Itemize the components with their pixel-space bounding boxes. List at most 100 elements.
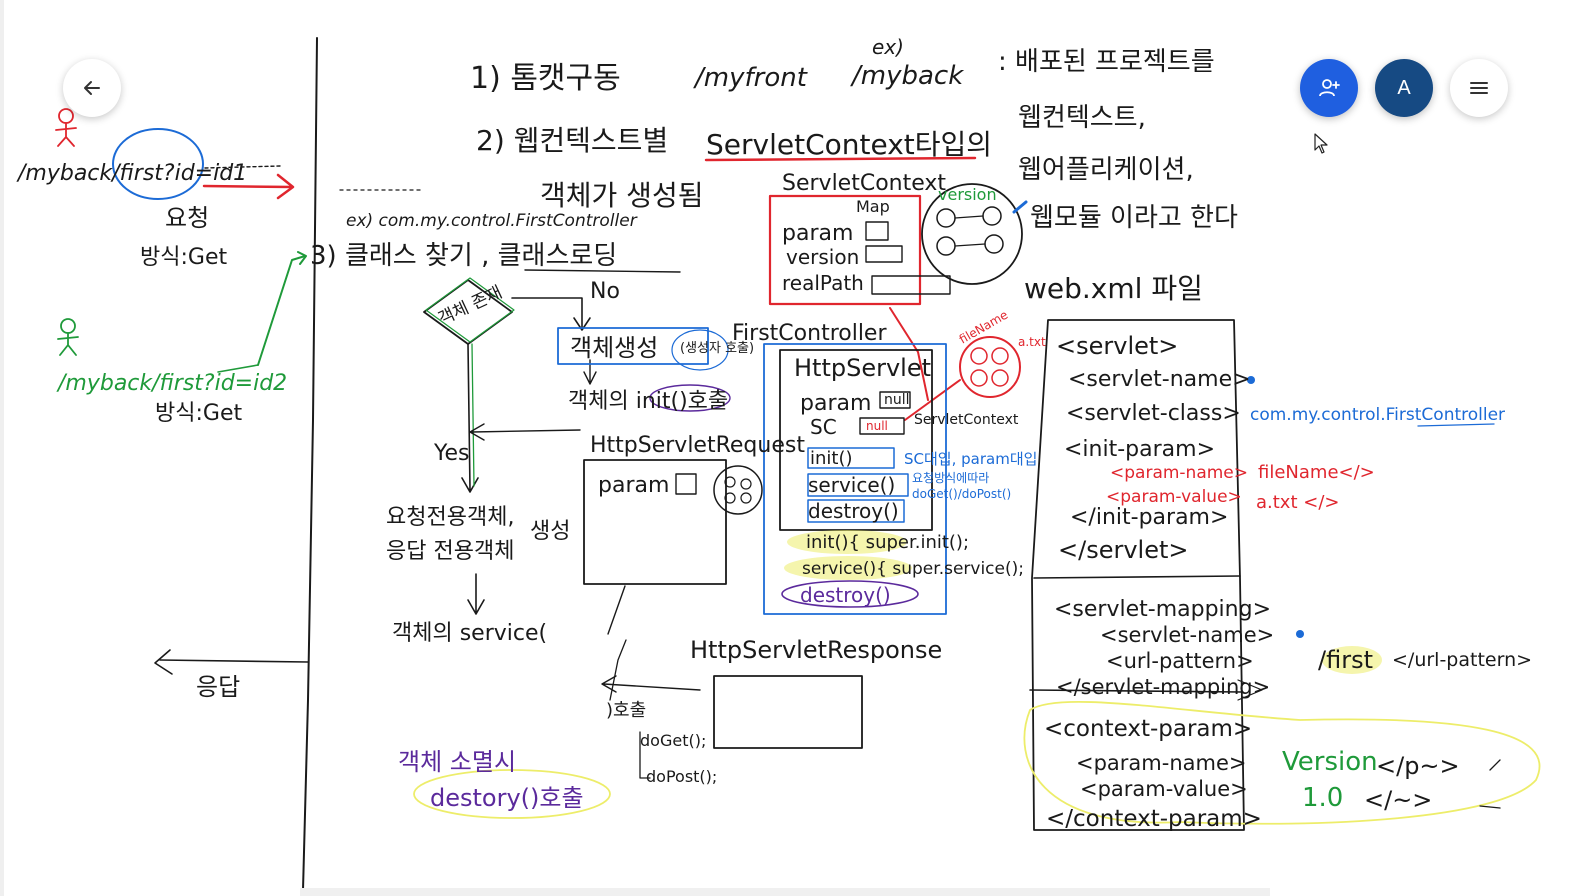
filename-tag: fileName — [957, 308, 1010, 347]
create-object-box — [557, 327, 709, 365]
xml-init-param: <init-param> — [1064, 437, 1215, 462]
txt-tag: a.txt — [1018, 335, 1046, 349]
ex-text: ex) — [872, 35, 904, 59]
first-controller-title: FirstController — [732, 321, 887, 346]
ex-class-text: ex) com.my.control.FirstController — [346, 211, 638, 231]
step2-text: 2) 웹컨텍스트별 — [476, 124, 668, 157]
servlet-context-title: ServletContext — [782, 171, 946, 196]
request-label: 요청 — [165, 204, 209, 232]
yes-text: Yes — [433, 441, 470, 466]
create-object-text: 객체생성 — [570, 334, 658, 362]
step1-text: 1) 톰캣구동 — [470, 61, 621, 96]
xml-servlet-class: <servlet-class> — [1066, 401, 1241, 426]
map-circle — [921, 183, 1023, 285]
sc-realpath-label: realPath — [782, 271, 864, 295]
xml-servlet-open: <servlet> — [1056, 332, 1178, 360]
xml-url-pattern: <url-pattern> — [1106, 649, 1254, 673]
fc-servlet-context: ServletContext — [914, 412, 1019, 428]
green-arrow — [257, 255, 306, 366]
xml-mapping-open: <servlet-mapping> — [1054, 597, 1271, 622]
user-avatar-button[interactable]: A — [1375, 59, 1433, 117]
init-call-text: 객체의 init()호출 — [568, 389, 728, 414]
request-title: HttpServletRequest — [590, 433, 805, 458]
call-text: )호출 — [606, 700, 646, 721]
window-left-edge — [0, 0, 4, 896]
destroy-highlight — [781, 580, 919, 608]
doget-text: doGet(); — [640, 731, 706, 750]
req-res-text-2: 응답 전용객체 — [386, 539, 514, 564]
arrow-left-icon — [84, 81, 100, 95]
map-label: Map — [856, 197, 890, 216]
url2-text: /myback/first?id=id2 — [56, 371, 287, 396]
created-text: 생성 — [530, 519, 570, 544]
step3-text: 3) 클래스 찾기 , 클래스로딩 — [310, 241, 617, 271]
servlet-context-box — [768, 194, 922, 306]
xml-servlet-close: </servlet> — [1058, 536, 1189, 564]
xml-p-close: </p~> — [1376, 752, 1460, 780]
response-arrow-head — [154, 649, 173, 675]
sc-note: SC대입, param대입 — [904, 450, 1037, 468]
init-return — [469, 423, 581, 441]
method-note-2: doGet()/doPost() — [912, 487, 1011, 501]
init-highlight — [787, 530, 907, 554]
http-servlet-box — [779, 349, 933, 531]
response-label: 응답 — [196, 673, 240, 701]
filename-circle — [959, 336, 1021, 398]
xml-class-value: com.my.control.FirstController — [1250, 405, 1505, 425]
divider-line-1 — [302, 37, 318, 891]
xml-ctx-param-value: <param-value> — [1080, 777, 1248, 801]
invite-user-button[interactable] — [1300, 59, 1358, 117]
method1-text: 방식:Get — [140, 245, 227, 270]
back-button[interactable] — [63, 59, 121, 117]
user-figure-green — [57, 318, 79, 356]
web-module-text: 웹모듈 이라고 한다 — [1030, 203, 1238, 233]
request-box — [583, 459, 727, 585]
sc-param-label: param — [782, 221, 853, 246]
web-context-text: 웹컨텍스트, — [1018, 103, 1146, 133]
url1-text: /myback/first?id=id1 — [16, 161, 247, 186]
fc-destroy: destroy() — [808, 499, 899, 523]
xml-context-param: <context-param> — [1044, 716, 1252, 742]
create-note-text: (생성자 호출) — [680, 341, 754, 356]
url1-underline — [204, 165, 281, 169]
response-box — [713, 675, 863, 749]
xml-version-value: Version — [1282, 747, 1378, 777]
context-link — [889, 307, 929, 401]
xml-l-close: </~> — [1364, 786, 1432, 814]
dopost-text: doPost(); — [646, 767, 717, 786]
service-override: service(){ super.service(); — [802, 559, 1024, 579]
service-highlight — [784, 556, 912, 580]
response-title: HttpServletResponse — [690, 636, 942, 664]
user-figure-red — [55, 108, 77, 147]
sc-version-label: version — [786, 245, 859, 269]
first-highlight — [112, 128, 204, 200]
destroy-override: destroy() — [800, 583, 891, 607]
context-param-highlight — [1023, 700, 1541, 825]
xml-param-name: <param-name> — [1110, 463, 1248, 483]
object-exists-text: 객체 존재 — [435, 283, 505, 330]
fc-sc-label: SC — [810, 415, 837, 439]
xml-filename-value: fileName</> — [1258, 462, 1375, 483]
xml-url-close: </url-pattern> — [1392, 649, 1532, 671]
menu-button[interactable] — [1450, 59, 1508, 117]
web-xml-title: web.xml 파일 — [1024, 272, 1203, 305]
no-branch — [511, 297, 591, 331]
xml-param-value: <param-value> — [1106, 487, 1242, 507]
xml-atxt-value: a.txt </> — [1256, 492, 1339, 513]
servlet-context-type-text: ServletContext타입의 — [706, 128, 992, 161]
method2-text: 방식:Get — [155, 401, 242, 426]
web-xml-box — [1031, 319, 1245, 831]
xml-mapping-close: </servlet-mapping> — [1056, 675, 1270, 699]
xml-context-param-close: </context-param> — [1046, 806, 1262, 832]
destroy-note-highlight — [413, 769, 611, 819]
xml-mapping-name: <servlet-name> — [1100, 623, 1274, 647]
xml-init-param-close: </init-param> — [1070, 505, 1228, 530]
first-controller-box — [763, 343, 947, 615]
to-service-arrow — [467, 573, 485, 615]
bottom-scroll-area — [300, 888, 1270, 896]
method-note: 요청방식에따라 — [912, 471, 989, 485]
service-call-text: 객체의 service( — [392, 621, 547, 646]
classloading-underline — [524, 269, 681, 273]
version-tag: version — [938, 185, 997, 204]
